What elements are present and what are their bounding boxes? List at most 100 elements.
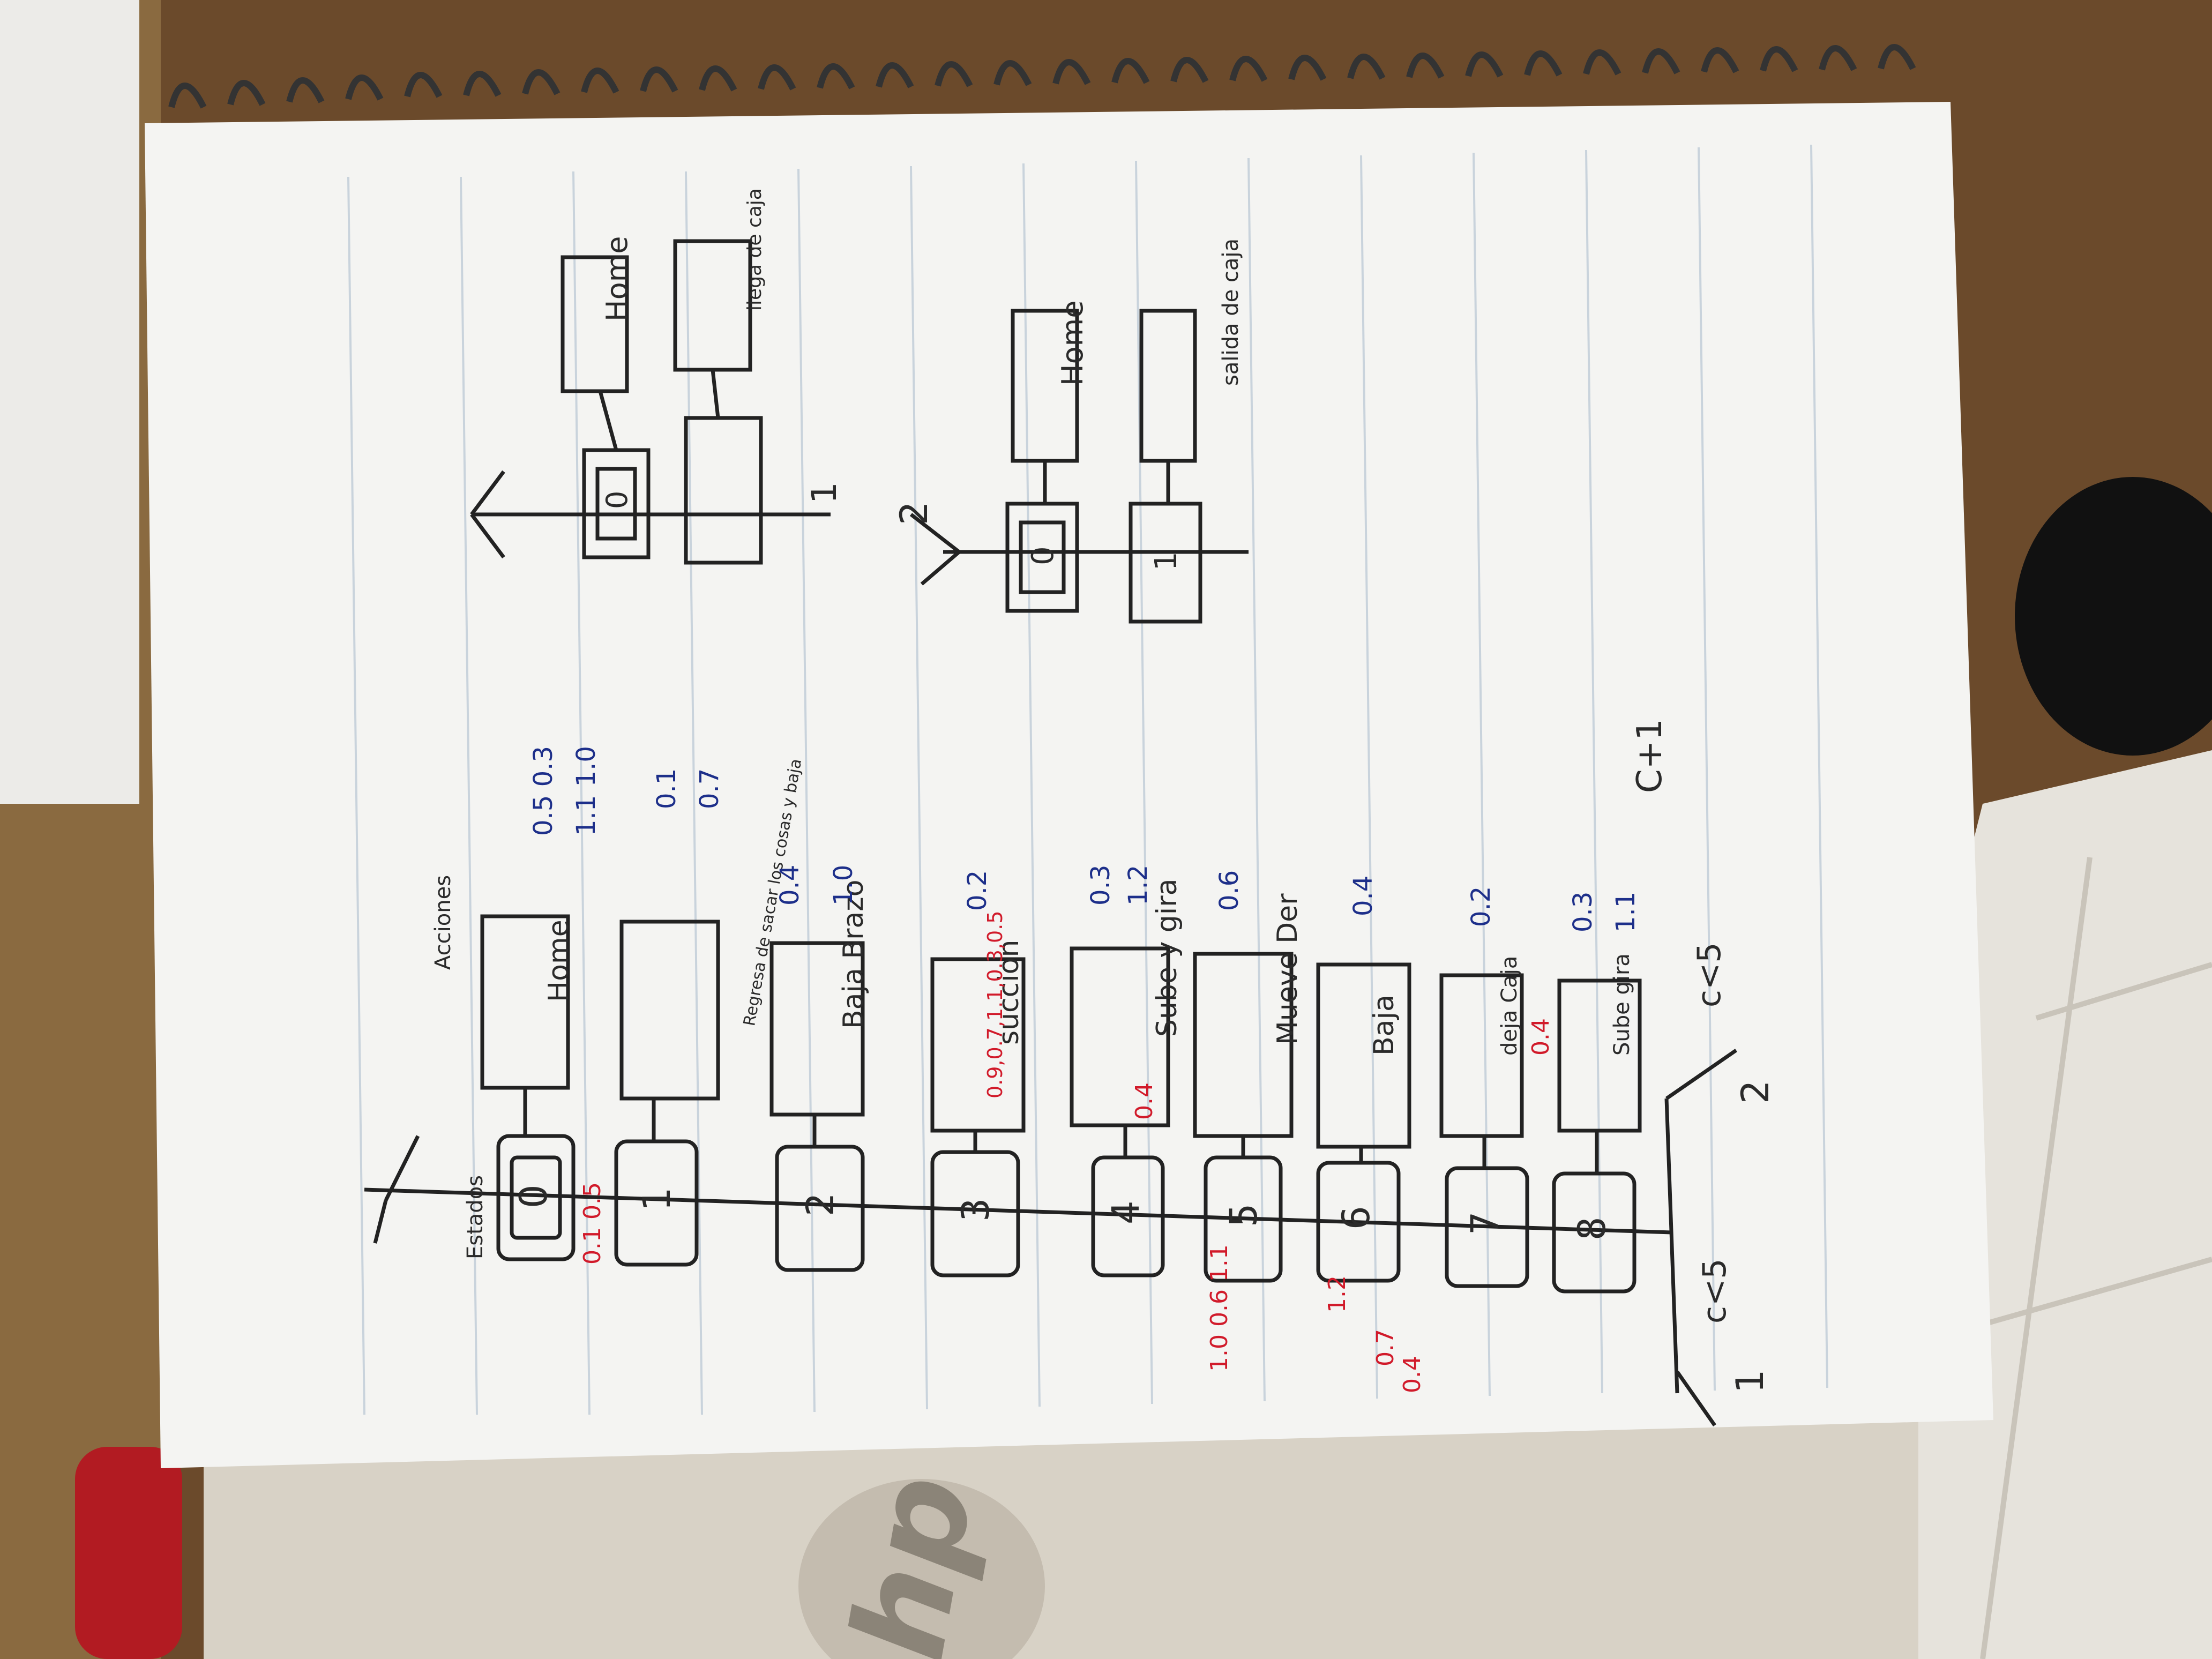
state-box-6 xyxy=(1316,1161,1401,1283)
rb-state0-inner xyxy=(1019,520,1066,594)
action-box-1 xyxy=(619,920,720,1101)
action-label-3: succion xyxy=(993,940,1025,1045)
action-label-6: Baja xyxy=(1368,995,1400,1056)
start-arrow xyxy=(384,1135,420,1201)
blue-5-top: 0.6 xyxy=(1214,870,1244,911)
start-arrow xyxy=(373,1200,388,1244)
right-bottom-labels: 0 1 Home salida de caja 2 xyxy=(892,238,1243,571)
label-estados: Estados xyxy=(463,1175,488,1259)
laptop-logo-circle xyxy=(798,1479,1045,1659)
rt-conn xyxy=(711,369,720,419)
label-c-plus-1: C+1 xyxy=(1630,719,1670,793)
state-num-5: 5 xyxy=(1222,1203,1266,1227)
red-marker xyxy=(75,1447,182,1659)
tile-line xyxy=(2035,962,2212,1021)
action-label-8: Sube gira xyxy=(1610,953,1634,1056)
blue-6-top: 0.4 xyxy=(1348,876,1378,916)
rt-llega-label: llega de caja xyxy=(744,188,766,311)
rt-llega-box xyxy=(684,416,763,565)
rt-arrow-num: 1 xyxy=(805,482,845,504)
blue-2-bottom: 1.0 xyxy=(828,865,858,906)
state-num-1: 1 xyxy=(635,1187,679,1211)
action-box-2 xyxy=(769,941,865,1117)
state-num-6: 6 xyxy=(1334,1206,1378,1230)
action-label-5: Mueve Der xyxy=(1272,893,1304,1045)
red-sequence: 0.9,0.7,1.1,0.3,0.5 xyxy=(983,911,1007,1098)
loop-line xyxy=(1664,1098,1679,1394)
rt-state-inner xyxy=(595,467,637,541)
rb-state0-box xyxy=(1005,502,1079,613)
laptop xyxy=(204,1420,1918,1659)
loop-arrow-1 xyxy=(1676,1370,1716,1427)
action-label-7: deja Caja xyxy=(1497,956,1522,1056)
state-num-8: 8 xyxy=(1570,1216,1614,1240)
rb-arrow xyxy=(909,513,961,554)
state-box-2 xyxy=(775,1145,865,1272)
action-box-4 xyxy=(1070,946,1170,1127)
rb-arrow xyxy=(920,550,961,586)
action-box-7 xyxy=(1439,973,1524,1138)
label-c-lt-5: c<5 xyxy=(1696,1259,1733,1324)
spiral-binding xyxy=(168,44,1916,109)
blue-2-top: 0.4 xyxy=(775,865,805,906)
rb-salida-label: salida de caja xyxy=(1219,238,1243,386)
state-box-1 xyxy=(614,1139,699,1267)
action-label-4: Sube y gira xyxy=(1151,879,1183,1037)
label-arrow-2: 2 xyxy=(1733,1080,1777,1104)
state-box-0-inner xyxy=(510,1155,562,1240)
blue-4-bottom: 1.2 xyxy=(1123,865,1153,906)
action-box-6 xyxy=(1316,962,1411,1149)
state-num-3: 3 xyxy=(954,1198,998,1222)
rt-arrow xyxy=(470,470,505,516)
action-label-2: Baja Brazo xyxy=(838,880,870,1029)
blue-8-bottom: 1.1 xyxy=(1611,892,1641,932)
red-1: 1.0 0.6 1.1 xyxy=(1206,1244,1233,1372)
rb-state0-num: 0 xyxy=(1026,546,1060,565)
red-04: 0.4 xyxy=(1131,1082,1158,1120)
blue-3-top: 0.2 xyxy=(962,870,992,911)
rt-home-box xyxy=(561,255,629,393)
state-num-0: 0 xyxy=(512,1184,556,1208)
rb-home-label: Home xyxy=(1056,301,1089,386)
blue-1-bottom: 0.7 xyxy=(694,768,724,809)
state-labels: 0 1 2 3 4 5 6 7 8 xyxy=(512,1184,1614,1240)
loop-arrow-2 xyxy=(1665,1049,1737,1100)
blue-values: 0.5 0.3 1.1 1.0 0.1 0.7 0.4 1.0 0.2 0.3 … xyxy=(528,746,1641,932)
dark-bag xyxy=(2015,477,2212,756)
state-num-7: 7 xyxy=(1463,1211,1507,1235)
rt-arrow xyxy=(470,513,505,559)
red-0: 0.1 0.5 xyxy=(579,1182,606,1265)
annotations: Acciones Estados c<5 c<5 C+1 1 2 xyxy=(431,719,1777,1393)
label-c-lt-5-b: c<5 xyxy=(1691,943,1728,1007)
blue-8-top: 0.3 xyxy=(1568,892,1598,932)
action-box-8 xyxy=(1557,978,1642,1133)
rb-arrow-num: 2 xyxy=(892,501,936,525)
state-box-0 xyxy=(496,1134,576,1261)
rt-home-label: Home xyxy=(600,236,634,322)
rt-state-num: 0 xyxy=(600,491,634,509)
state-num-2: 2 xyxy=(798,1192,842,1216)
label-acciones: Acciones xyxy=(431,875,455,970)
blue-7-top: 0.2 xyxy=(1466,886,1496,927)
blue-4-top: 0.3 xyxy=(1086,865,1116,906)
notebook-page xyxy=(145,102,1993,1468)
rt-conn xyxy=(598,391,618,451)
state-box-8 xyxy=(1552,1171,1636,1294)
connectors xyxy=(523,1088,1599,1174)
paper-stack xyxy=(0,0,139,804)
red-values: 0.1 0.5 1.0 0.6 1.1 1.2 0.7 0.4 0.4 0.9,… xyxy=(579,911,1555,1393)
right-top-labels: 0 Home llega de caja 1 xyxy=(600,188,845,509)
action-box-3 xyxy=(930,957,1026,1133)
red-3: 0.7 xyxy=(1372,1329,1399,1366)
laptop-logo: hp xyxy=(823,1464,1002,1659)
state-box-7 xyxy=(1445,1166,1529,1288)
blue-0-top: 0.5 0.3 xyxy=(528,746,558,836)
blue-1-top: 0.1 xyxy=(652,768,682,809)
red-4: 0.4 xyxy=(1399,1356,1426,1393)
state-box-4 xyxy=(1091,1155,1165,1277)
tile-line xyxy=(1980,857,2093,1659)
label-arrow-1: 1 xyxy=(1728,1369,1772,1393)
blue-0-bottom: 1.1 1.0 xyxy=(571,746,601,836)
action-label-0: Home xyxy=(543,920,575,1002)
